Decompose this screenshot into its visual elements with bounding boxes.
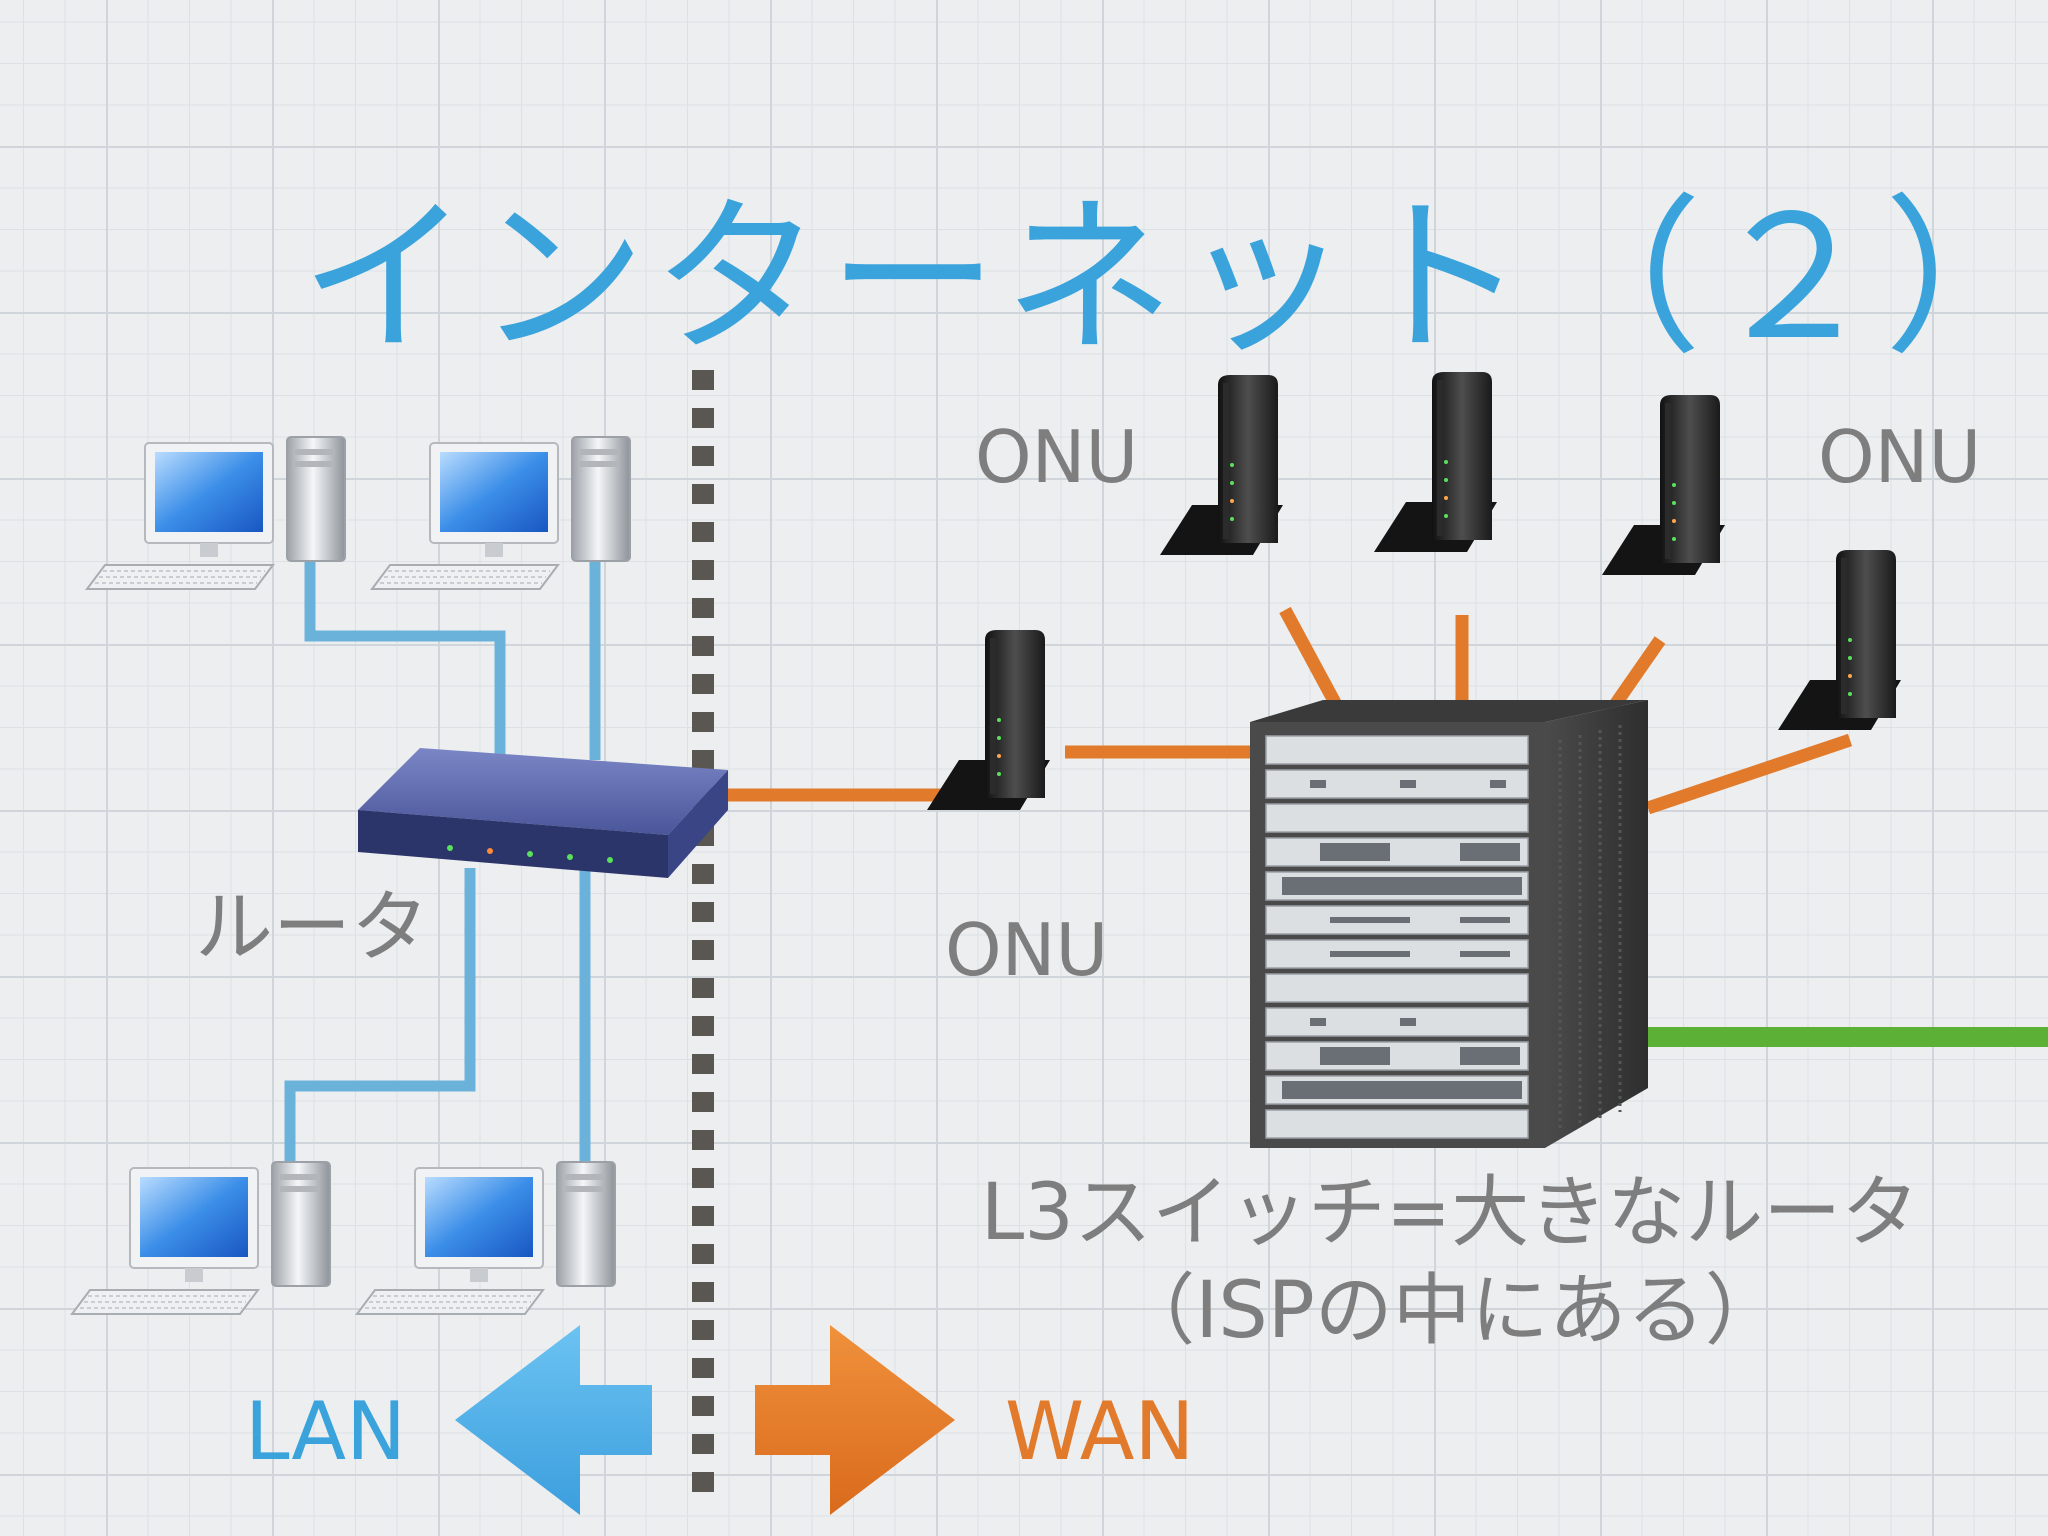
onu-icon [1160, 375, 1283, 555]
wan-cable-switch-onu4 [1645, 733, 1853, 815]
l3-switch-label-line1: L3スイッチ=大きなルータ [980, 1168, 1920, 1258]
onu-icon [1374, 372, 1497, 552]
lan-arrow-icon [455, 1325, 652, 1515]
lan-label: LAN [245, 1385, 406, 1478]
onu-icon [1778, 550, 1901, 730]
wan-label: WAN [1005, 1385, 1195, 1478]
wan-cables [728, 606, 1853, 815]
onu-icon [927, 630, 1050, 810]
lan-cables [284, 560, 601, 1168]
wan-cable-switch-onu1 [1279, 606, 1346, 716]
desktop-pc-icon [356, 1161, 616, 1315]
slide-title: インターネット（２） [300, 180, 2048, 378]
router-icon [358, 748, 728, 878]
onu-icon [1602, 395, 1725, 575]
l3-switch-label: L3スイッチ=大きなルータ （ISPの中にある） [970, 1165, 1930, 1360]
router-label: ルータ [195, 883, 430, 973]
onu-label-bottom: ONU [945, 908, 1109, 992]
lan-cable-pc1 [304, 560, 506, 760]
onu-label-right: ONU [1818, 415, 1982, 499]
l3-switch-rack-icon [1250, 700, 1648, 1148]
onu-label-left: ONU [975, 415, 1139, 499]
lan-cable-pc3 [284, 868, 476, 1168]
desktop-pc-icon [71, 1161, 331, 1315]
wan-arrow-icon [755, 1325, 955, 1515]
l3-switch-label-line2: （ISPの中にある） [1117, 1265, 1783, 1356]
